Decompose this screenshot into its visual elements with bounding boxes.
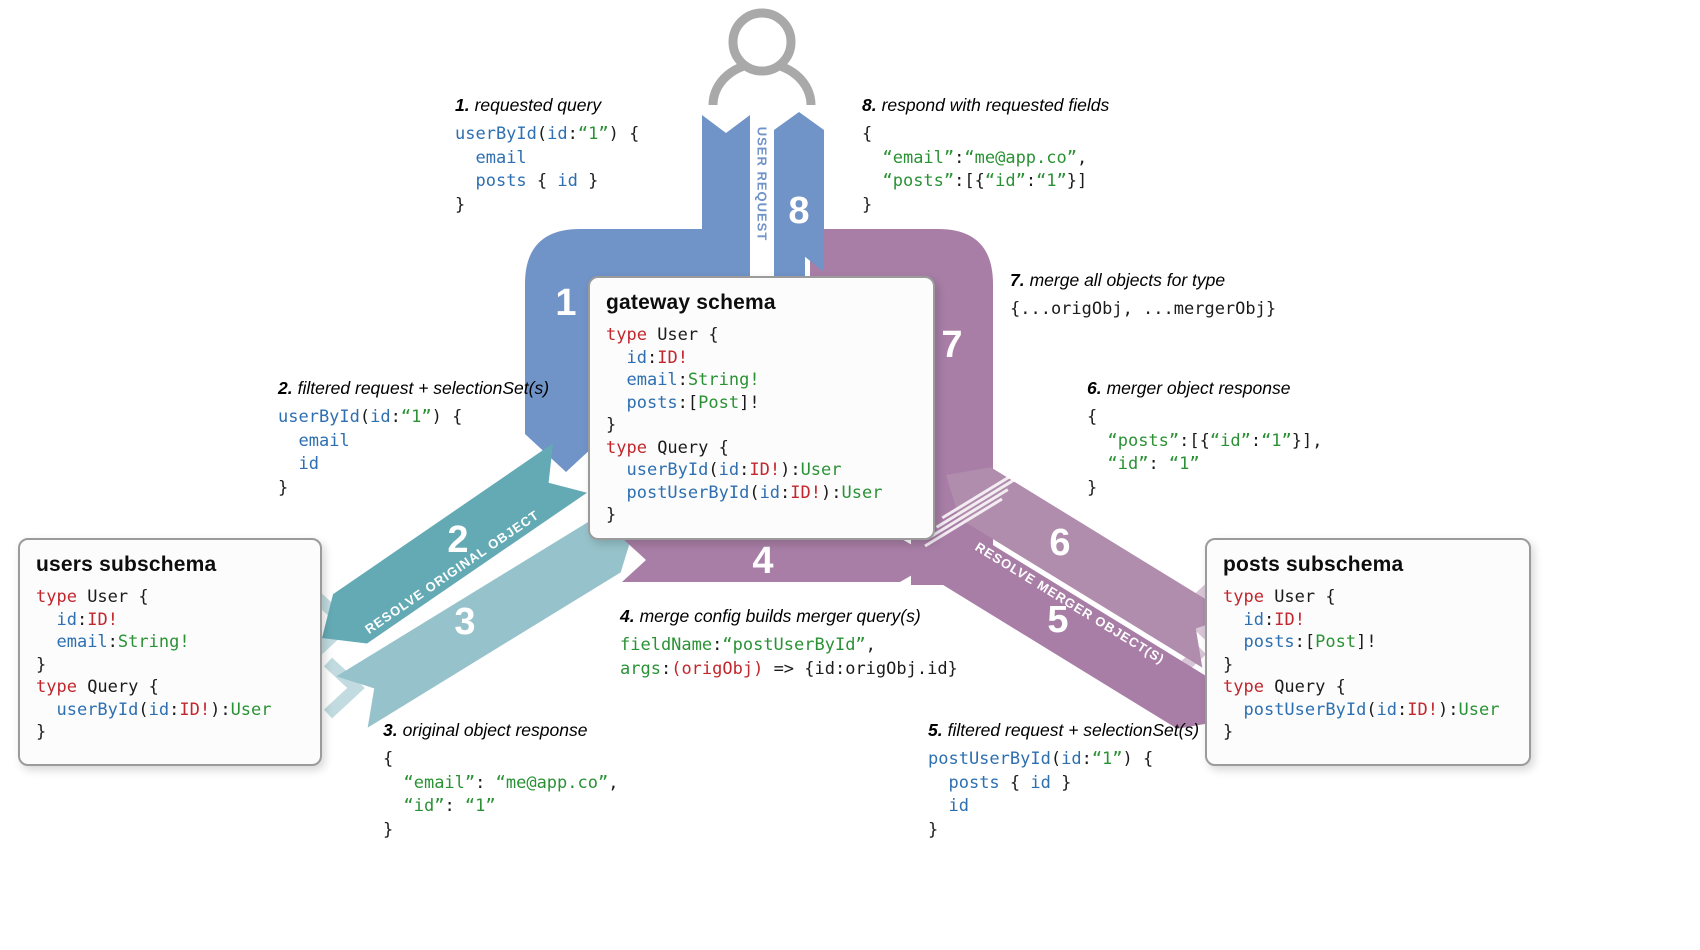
users-subschema-code: type User { id:ID! email:String!}type Qu… — [36, 587, 272, 742]
step-8-label: 8 — [788, 190, 809, 232]
annotation-3-heading: 3.original object response — [383, 720, 618, 741]
annotation-6-code: { “posts”:[{“id”:“1”}], “id”: “1”} — [1087, 407, 1323, 498]
users-subschema-box: users subschema type User { id:ID! email… — [18, 538, 322, 766]
resolve-original-request-band — [322, 443, 587, 644]
annotation-7: 7.merge all objects for type {...origObj… — [1010, 270, 1276, 322]
gateway-schema-code: type User { id:ID! email:String! posts:[… — [606, 325, 883, 525]
annotation-4: 4.merge config builds merger query(s) fi… — [620, 606, 958, 681]
annotation-5-number: 5. — [928, 720, 943, 740]
annotation-7-code: {...origObj, ...mergerObj} — [1010, 299, 1277, 319]
users-subschema-title: users subschema — [36, 553, 217, 576]
annotation-3-code: { “email”: “me@app.co”, “id”: “1”} — [383, 749, 619, 840]
annotation-6-heading: 6.merger object response — [1087, 378, 1323, 399]
step-4-label: 4 — [752, 540, 773, 582]
annotation-5-heading: 5.filtered request + selectionSet(s) — [928, 720, 1199, 741]
annotation-5: 5.filtered request + selectionSet(s) pos… — [928, 720, 1199, 842]
posts-subschema-box: posts subschema type User { id:ID! posts… — [1205, 538, 1531, 766]
annotation-3: 3.original object response { “email”: “m… — [383, 720, 618, 842]
annotation-6-title: merger object response — [1106, 378, 1291, 398]
annotation-7-heading: 7.merge all objects for type — [1010, 270, 1276, 291]
annotation-6-number: 6. — [1087, 378, 1102, 398]
annotation-2-title: filtered request + selectionSet(s) — [297, 378, 550, 398]
annotation-4-heading: 4.merge config builds merger query(s) — [620, 606, 958, 627]
annotation-2-number: 2. — [278, 378, 293, 398]
annotation-1-heading: 1.requested query — [455, 95, 639, 116]
posts-subschema-title: posts subschema — [1223, 553, 1404, 576]
annotation-6: 6.merger object response { “posts”:[{“id… — [1087, 378, 1323, 500]
person-icon — [708, 8, 816, 106]
annotation-2: 2.filtered request + selectionSet(s) use… — [278, 378, 549, 500]
original-response-band — [336, 521, 634, 728]
annotation-8-heading: 8.respond with requested fields — [862, 95, 1109, 116]
annotation-1-title: requested query — [474, 95, 602, 115]
user-response-up-arrow — [774, 112, 824, 272]
step-2-label: 2 — [447, 519, 468, 561]
step-6-label: 6 — [1049, 522, 1070, 564]
selection-set-stripes — [924, 469, 1021, 548]
annotation-8: 8.respond with requested fields { “email… — [862, 95, 1109, 217]
annotation-4-number: 4. — [620, 606, 635, 626]
annotation-3-title: original object response — [402, 720, 588, 740]
merger-request-band — [926, 523, 1222, 729]
annotation-7-title: merge all objects for type — [1029, 270, 1226, 290]
gateway-schema-title: gateway schema — [606, 291, 776, 314]
step-7-label: 7 — [941, 324, 962, 366]
annotation-8-number: 8. — [862, 95, 877, 115]
user-request-label: USER REQUEST — [755, 127, 770, 242]
users-box-chevron-2 — [323, 657, 365, 719]
posts-subschema-code: type User { id:ID! posts:[Post]!}type Qu… — [1223, 587, 1500, 742]
user-request-down-arrow — [702, 115, 750, 272]
annotation-4-code: fieldName:“postUserById”,args:(origObj) … — [620, 635, 958, 679]
merger-response-band — [946, 467, 1234, 668]
annotation-4-title: merge config builds merger query(s) — [639, 606, 921, 626]
annotation-2-heading: 2.filtered request + selectionSet(s) — [278, 378, 549, 399]
gateway-response-elbow-band — [810, 229, 993, 585]
annotation-8-code: { “email”:“me@app.co”, “posts”:[{“id”:“1… — [862, 124, 1088, 215]
annotation-1: 1.requested query userById(id:“1”) { ema… — [455, 95, 639, 217]
annotation-8-title: respond with requested fields — [881, 95, 1110, 115]
user-request-divider — [750, 110, 774, 278]
annotation-3-number: 3. — [383, 720, 398, 740]
annotation-7-number: 7. — [1010, 270, 1025, 290]
step-3-label: 3 — [454, 601, 475, 643]
merger-query-band — [622, 538, 938, 582]
annotation-5-title: filtered request + selectionSet(s) — [947, 720, 1200, 740]
annotation-1-code: userById(id:“1”) { email posts { id }} — [455, 124, 640, 215]
gateway-schema-box: gateway schema type User { id:ID! email:… — [588, 276, 935, 540]
step-5-label: 5 — [1047, 599, 1068, 641]
step-1-label: 1 — [555, 282, 576, 324]
annotation-2-code: userById(id:“1”) { email id} — [278, 407, 463, 498]
annotation-1-number: 1. — [455, 95, 470, 115]
annotation-5-code: postUserById(id:“1”) { posts { id } id} — [928, 749, 1154, 840]
